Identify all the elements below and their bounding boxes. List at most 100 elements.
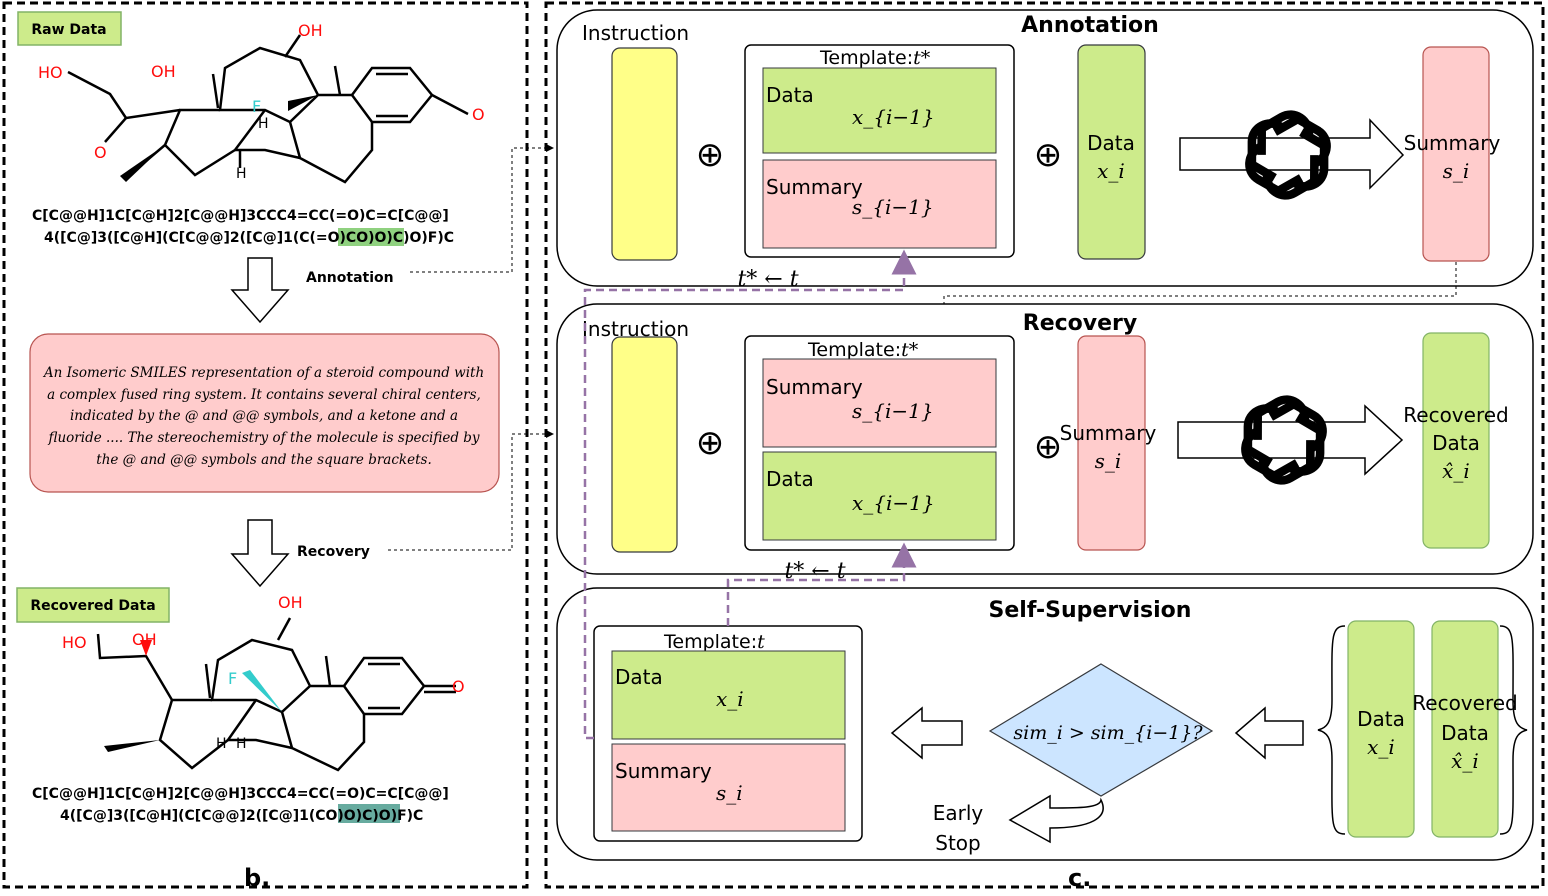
down-arrow-annotation [230,257,290,324]
atom-f-2: F [228,669,237,688]
smiles-rec-line1: C[C@@H]1C[C@H]2[C@@H]3CCC4=CC(=O)C=C[C@@… [32,786,449,802]
ss-brace-right [1499,625,1528,835]
wedge-me [120,145,165,182]
ss-template-summary-label: Summary [615,759,712,783]
ss-brace-left [1317,625,1346,835]
annotation-template-summary-var: s_{i−1} [852,195,934,219]
smiles-raw-line2-b: )O)C)O)F)C [368,230,454,246]
wedge-f [288,95,318,111]
recovery-output-label-1: Recovered [1403,403,1508,427]
ss-template-label: Template:t [663,631,765,653]
recovery-output-box [1422,332,1490,549]
atom-oh-top-2: OH [278,593,303,612]
wedge-me-2 [104,740,160,752]
atom-h-2: H [236,166,247,182]
smiles-raw-highlight [338,228,404,246]
annotation-title: Annotation [1021,13,1159,38]
recovery-template-summary-label: Summary [766,375,863,399]
ss-early-stop-2: Stop [935,831,980,855]
description-box [29,333,500,493]
recovery-input-var: s_i [1095,449,1122,473]
ss-template-data [611,650,846,740]
smiles-rec-line2-hl: CO)O [315,808,356,824]
recovery-template-data [762,451,997,541]
description-line-3: indicated by the @ and @@ symbols, and a… [70,408,458,424]
update-loop-annotation [583,249,917,740]
atom-oh-top: OH [298,21,323,40]
recovery-big-arrow [1177,404,1404,476]
atom-h-4: H [236,736,247,752]
recovered-data-label: Recovered Data [30,598,155,614]
description-line-1: An Isomeric SMILES representation of a s… [42,365,484,381]
annotation-input-box [1077,44,1146,260]
annotation-template-summary [762,159,997,249]
atom-h-3: H [216,736,227,752]
annotation-connector [410,144,554,273]
recovery-oplus-2: ⊕ [1034,427,1063,467]
atom-oh-mid: OH [151,62,176,81]
ss-template-summary [611,743,846,832]
ss-data-label: Data [1357,707,1405,731]
update-label-2: t* ← t [784,559,845,584]
recovered-data-badge [16,587,170,623]
smiles-raw-line2-hl: =O)CO [316,230,368,246]
recovery-output-var: x̂_i [1442,459,1470,483]
smiles-raw-line2: 4([C@]3([C@H](C[C@@]2([C@]1(C(=O)CO)O)C)… [44,230,454,246]
recovery-template-data-label: Data [766,467,814,491]
ss-left-arrow-2 [1234,706,1304,760]
ss-left-arrow [890,706,963,760]
annotation-input-label: Data [1087,131,1135,155]
annotation-instruction-label: Instruction [582,21,689,45]
ss-data-var: x_i [1367,735,1395,759]
self-supervision-title: Self-Supervision [989,598,1192,623]
annotation-output-var: s_i [1443,159,1470,183]
update-label-1: t* ← t [737,267,798,292]
annotation-big-arrow [1179,118,1405,190]
annotation-instruction-box [611,47,678,261]
wedge-oh-2 [140,640,152,656]
annotation-oplus-2: ⊕ [1034,135,1063,175]
panel-b-border [2,1,529,889]
wedge-f-2 [242,670,282,712]
atom-o-right: O [472,105,485,124]
annotation-template-data-label: Data [766,83,814,107]
recovery-side-label: Recovery [297,544,370,560]
annotation-template-label: Template:t* [819,47,931,69]
atom-h-1: H [258,116,269,132]
ss-early-stop-arrow [1008,794,1104,844]
atom-f: F [252,97,261,116]
summary-to-recovery-connector [940,262,1457,329]
smiles-rec-line2: 4([C@]3([C@H](C[C@@]2([C@]1(CO)O)C)O)F)C [60,808,423,824]
annotation-oplus-1: ⊕ [696,135,725,175]
panel-c-border [544,1,1545,889]
smiles-rec-highlight [338,804,400,823]
atom-o-right-2: O [452,677,465,696]
smiles-raw-line2-a: 4([C@]3([C@H](C[C@@]2([C@]1(C( [44,230,316,246]
annotation-template-data [762,67,997,154]
ss-template-data-var: x_i [716,687,744,711]
description-line-4: fluoride .... The stereochemistry of the… [47,430,479,446]
molecule-recovered [96,617,456,772]
panel-b-letter: b. [244,864,270,892]
smiles-rec-line2-b: )C)O)F)C [356,808,424,824]
ss-template-summary-var: s_i [716,781,743,805]
atom-ho-2: HO [62,633,87,652]
recovery-template-summary [762,358,997,448]
recovery-template-summary-var: s_{i−1} [852,399,934,423]
recovery-template-data-var: x_{i−1} [852,491,935,515]
molecule-raw [67,34,469,184]
annotation-template-data-var: x_{i−1} [852,105,935,129]
recovery-input-label: Summary [1060,421,1157,445]
description-line-5: the @ and @@ symbols and the square brac… [96,452,431,468]
atom-o-left: O [94,143,107,162]
ss-recovered-var: x̂_i [1451,749,1479,773]
annotation-output-label: Summary [1404,131,1501,155]
panel-c-letter: c. [1068,864,1091,892]
ss-recovered-box [1431,620,1499,838]
annotation-input-var: x_i [1097,159,1125,183]
ss-condition-text: sim_i > sim_{i−1}? [1013,722,1203,744]
raw-data-badge [17,11,122,46]
recovery-connector [388,430,554,551]
recovery-title: Recovery [1023,311,1137,336]
